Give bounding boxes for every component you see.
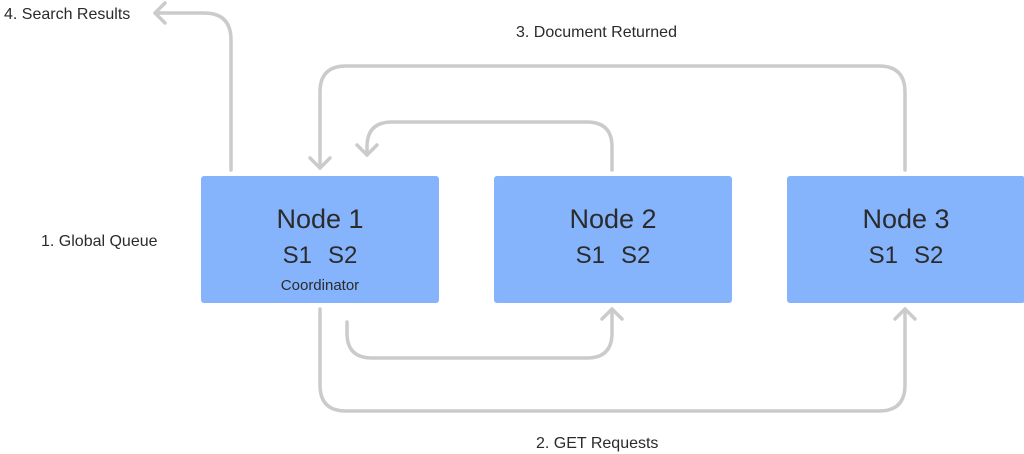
node-2-shard-s1: S1 (575, 242, 605, 269)
step-get-requests-label: 2. GET Requests (536, 435, 659, 452)
node-1-shards: S1 S2 (275, 244, 366, 268)
node-2-shards: S1 S2 (568, 244, 659, 268)
node-1-box: Node 1 S1 S2 Coordinator (201, 176, 439, 303)
get-request-arrowhead-node2 (600, 307, 624, 321)
step-document-returned-label: 3. Document Returned (516, 24, 677, 41)
node-3-shard-s1: S1 (868, 242, 898, 269)
get-request-arrow-node3 (318, 307, 907, 413)
document-returned-arrowhead-node3 (308, 156, 332, 170)
node-1-role: Coordinator (280, 277, 360, 294)
node-1-title: Node 1 (276, 204, 364, 234)
node-1-shard-s1: S1 (282, 242, 312, 269)
document-returned-arrow-node2 (365, 120, 614, 172)
search-results-arrowhead (153, 1, 167, 25)
node-2-box: Node 2 S1 S2 (494, 176, 732, 303)
node-3-box: Node 3 S1 S2 (787, 176, 1024, 303)
node-3-shards: S1 S2 (861, 244, 952, 268)
node-3-title: Node 3 (862, 204, 950, 234)
document-returned-arrowhead-node2 (355, 143, 379, 157)
node-2-title: Node 2 (569, 204, 657, 234)
node-1-shard-s2: S2 (328, 242, 358, 269)
node-2-shard-s2: S2 (621, 242, 651, 269)
get-request-arrowhead-node3 (893, 307, 917, 321)
search-results-arrow (153, 11, 233, 172)
step-global-queue-label: 1. Global Queue (41, 233, 158, 250)
step-search-results-label: 4. Search Results (4, 6, 131, 23)
node-3-shard-s2: S2 (914, 242, 944, 269)
get-request-arrow-node2 (345, 307, 614, 360)
document-returned-arrow-node3 (318, 64, 907, 172)
